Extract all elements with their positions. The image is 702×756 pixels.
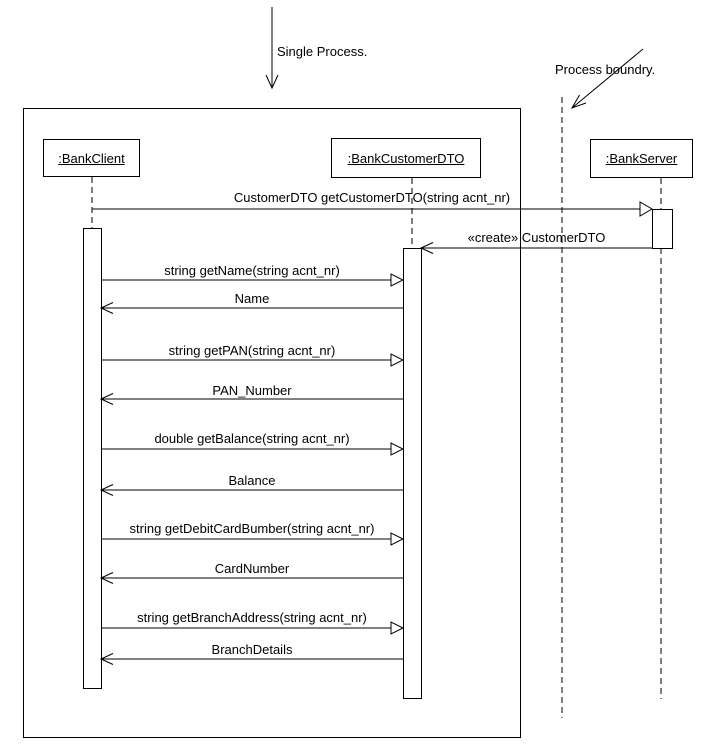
process-frame: [23, 108, 521, 738]
message-arrow-getdebitcardnumber: [101, 532, 405, 546]
lifeline-label-bankclient: :BankClient: [58, 150, 125, 166]
lifeline-box-bankserver: :BankServer: [590, 139, 693, 178]
bankserver-activation: [652, 209, 673, 249]
message-arrow-balance-return: [99, 484, 403, 496]
single-process-arrow: [265, 7, 279, 90]
message-arrow-getpan: [101, 353, 405, 367]
message-arrow-name-return: [99, 302, 403, 314]
process-boundary-arrow: [570, 48, 644, 109]
message-arrow-pannumber-return: [99, 393, 403, 405]
bankclient-activation: [83, 228, 102, 689]
message-arrow-getbalance: [101, 442, 405, 456]
message-label-getbalance: double getBalance(string acnt_nr): [154, 431, 350, 446]
message-label-pannumber-return: PAN_Number: [212, 383, 292, 398]
message-arrow-getbranchaddress: [101, 621, 405, 635]
process-boundary-label: Process boundry.: [555, 62, 656, 77]
message-arrow-create-customerdto: [419, 242, 652, 254]
message-label-branchdetails-return: BranchDetails: [211, 642, 293, 657]
lifeline-box-bankcustomerdto: :BankCustomerDTO: [331, 138, 481, 178]
message-label-create-customerdto: «create» CustomerDTO: [467, 230, 606, 245]
message-label-cardnumber-return: CardNumber: [214, 561, 290, 576]
message-label-getpan: string getPAN(string acnt_nr): [168, 343, 336, 358]
message-label-getname: string getName(string acnt_nr): [164, 263, 340, 278]
lifeline-box-bankclient: :BankClient: [43, 139, 140, 177]
message-label-getdebitcardnumber: string getDebitCardBumber(string acnt_nr…: [129, 521, 375, 536]
message-label-balance-return: Balance: [228, 473, 276, 488]
bankcustomerdto-activation: [403, 248, 422, 699]
lifeline-label-bankserver: :BankServer: [605, 151, 678, 166]
message-label-getcustomerdto: CustomerDTO getCustomerDTO(string acnt_n…: [233, 190, 511, 205]
message-arrow-getcustomerdto: [92, 201, 653, 217]
message-label-name-return: Name: [234, 291, 270, 306]
lifeline-label-bankcustomerdto: :BankCustomerDTO: [347, 150, 465, 166]
single-process-label: Single Process.: [277, 44, 368, 59]
message-arrow-branchdetails-return: [99, 653, 403, 665]
message-arrow-getname: [101, 273, 405, 287]
message-arrow-cardnumber-return: [99, 572, 403, 584]
message-label-getbranchaddress: string getBranchAddress(string acnt_nr): [137, 610, 367, 625]
